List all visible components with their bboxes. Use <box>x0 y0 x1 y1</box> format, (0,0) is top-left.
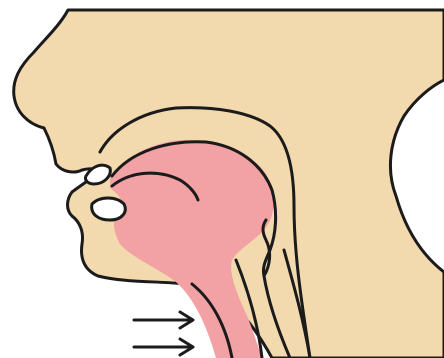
arrow-right-icon <box>134 339 193 355</box>
airflow-arrows <box>134 312 193 355</box>
arrow-right-icon <box>134 312 193 328</box>
lower-tooth <box>92 198 126 220</box>
